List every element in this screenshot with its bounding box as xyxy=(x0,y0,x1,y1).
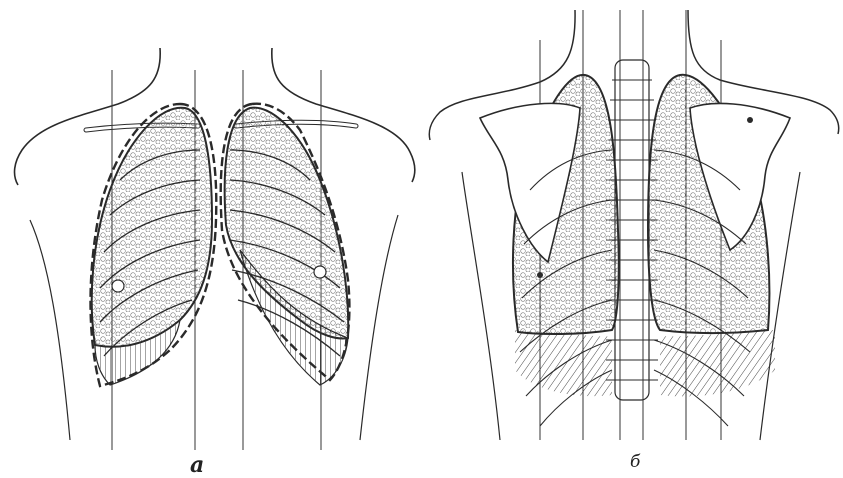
panel-a-anterior-view xyxy=(15,48,415,450)
panel-b-posterior-view xyxy=(429,10,838,440)
body-outline-front xyxy=(15,48,415,185)
right-lung-front xyxy=(92,108,212,347)
panel-b-label: б xyxy=(630,452,640,472)
panel-a-label: а xyxy=(190,452,204,478)
